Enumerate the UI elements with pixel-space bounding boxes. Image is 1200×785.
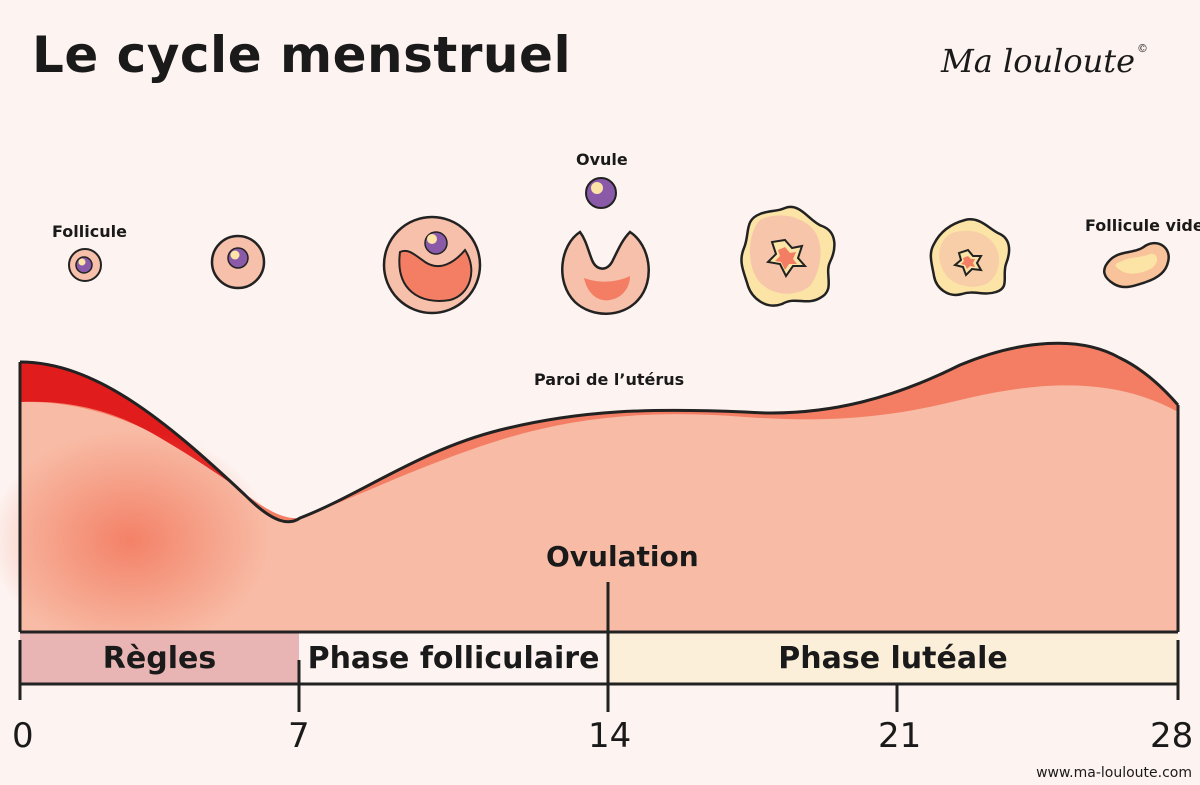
label-follicule-vide: Follicule vide xyxy=(1085,216,1200,235)
day-label-7: 7 xyxy=(288,716,310,756)
follicle-stage-2 xyxy=(212,236,264,288)
phase-regles: Règles xyxy=(20,632,299,684)
label-paroi-uterus: Paroi de l’utérus xyxy=(534,370,684,389)
follicle-stage-3 xyxy=(384,217,480,313)
footer-website: www.ma-louloute.com xyxy=(1036,765,1192,781)
corpus-luteum-1 xyxy=(741,207,834,306)
label-follicule: Follicule xyxy=(52,222,127,241)
empty-follicle xyxy=(1104,243,1168,287)
corpus-luteum-2 xyxy=(931,219,1009,295)
menses-glow xyxy=(0,430,270,650)
uterus-wall-chart xyxy=(0,343,1178,650)
phase-luteale: Phase lutéale xyxy=(608,632,1178,684)
label-ovulation: Ovulation xyxy=(546,540,699,573)
label-ovule: Ovule xyxy=(576,150,628,169)
day-label-21: 21 xyxy=(878,716,921,756)
day-label-28: 28 xyxy=(1150,716,1193,756)
follicle-stage-ovulation xyxy=(562,178,648,314)
phase-folliculaire: Phase folliculaire xyxy=(299,632,608,684)
day-label-14: 14 xyxy=(588,716,631,756)
follicle-stage-1 xyxy=(69,249,101,281)
day-label-0: 0 xyxy=(12,716,34,756)
